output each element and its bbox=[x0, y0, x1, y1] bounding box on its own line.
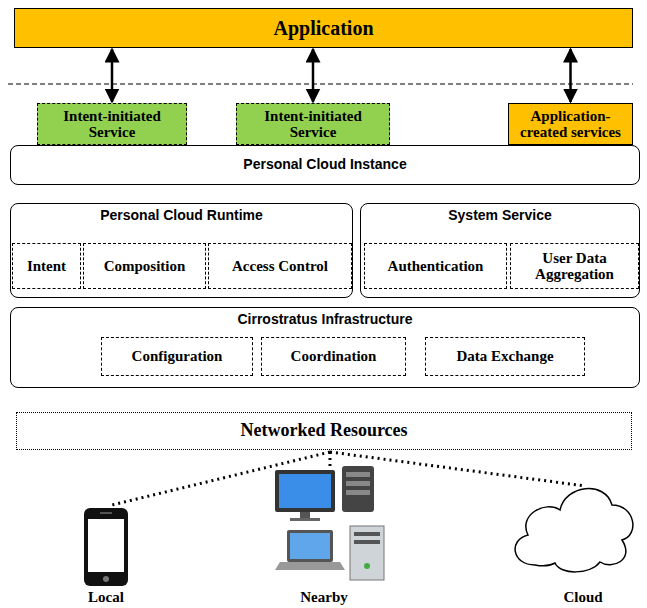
bidirectional-arrow bbox=[312, 49, 315, 102]
box-label: Application bbox=[273, 17, 373, 39]
box-label: Intent-initiated Service bbox=[42, 108, 182, 141]
box-label: Composition bbox=[104, 258, 186, 275]
box-label: Personal Cloud Instance bbox=[243, 157, 406, 172]
instance-band: Personal Cloud Instance bbox=[10, 145, 640, 185]
module-box: Authentication bbox=[364, 243, 507, 289]
phone-icon bbox=[84, 508, 128, 586]
runtime-panel: Personal Cloud RuntimeIntent Composition A… bbox=[10, 203, 353, 298]
panel-heading: Cirrostratus Infrastructure bbox=[11, 312, 639, 327]
service-box: Application-created services bbox=[508, 103, 633, 145]
box-label: Intent-initiated Service bbox=[241, 108, 385, 141]
cloud-icon bbox=[515, 489, 633, 572]
resources-bar: Networked Resources bbox=[16, 412, 632, 450]
service-box: Intent-initiated Service bbox=[236, 103, 390, 145]
device-label: Nearby bbox=[300, 589, 348, 606]
module-box: Data Exchange bbox=[425, 337, 585, 376]
bidirectional-arrow bbox=[569, 49, 572, 102]
application-bar: Application bbox=[14, 8, 633, 48]
panel-heading: System Service bbox=[361, 208, 639, 223]
box-label: Authentication bbox=[388, 258, 484, 275]
nearby-devices-icon bbox=[275, 466, 384, 580]
box-label: Coordination bbox=[291, 348, 377, 365]
device-label: Local bbox=[88, 589, 124, 606]
panel-heading: Personal Cloud Runtime bbox=[11, 208, 352, 223]
module-box: Composition bbox=[83, 243, 206, 289]
box-label: Networked Resources bbox=[240, 421, 407, 441]
system-panel: System ServiceAuthentication User Data Ag… bbox=[360, 203, 640, 298]
infrastructure-panel: Cirrostratus InfrastructureConfiguration… bbox=[10, 307, 640, 388]
box-label: Application-created services bbox=[513, 108, 628, 141]
module-box: Configuration bbox=[101, 337, 253, 376]
separator-line bbox=[8, 84, 633, 85]
service-box: Intent-initiated Service bbox=[37, 103, 187, 145]
box-label: Intent bbox=[27, 258, 66, 275]
module-box: Coordination bbox=[261, 337, 406, 376]
box-label: User Data Aggregation bbox=[515, 250, 634, 283]
box-label: Access Control bbox=[232, 258, 328, 275]
module-box: User Data Aggregation bbox=[510, 243, 639, 289]
device-label: Cloud bbox=[563, 589, 602, 606]
module-box: Access Control bbox=[208, 243, 352, 289]
bidirectional-arrow bbox=[111, 49, 114, 102]
box-label: Configuration bbox=[132, 348, 223, 365]
box-label: Data Exchange bbox=[456, 348, 553, 365]
module-box: Intent bbox=[12, 243, 81, 289]
